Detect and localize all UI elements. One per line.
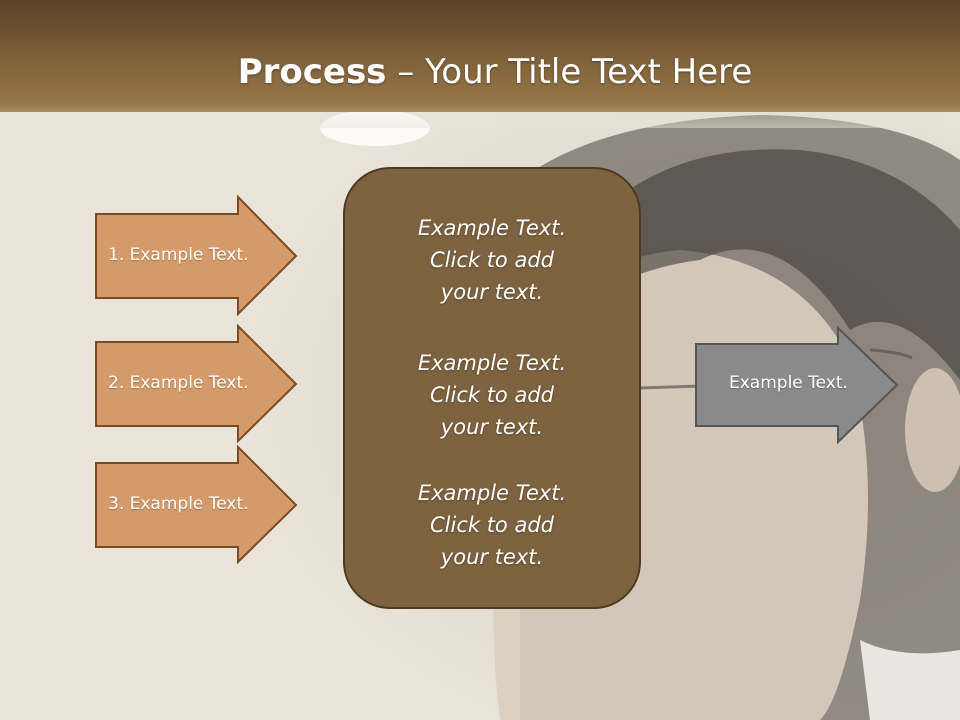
center-text-line: your text.	[440, 280, 544, 304]
left-arrow-1[interactable]	[95, 194, 298, 317]
center-text-block-2: Example Text. Click to add your text.	[344, 347, 640, 443]
header-band	[0, 0, 960, 112]
center-text-block-3: Example Text. Click to add your text.	[344, 477, 640, 573]
left-arrow-label-3: 3. Example Text.	[108, 494, 249, 514]
collar-shape	[860, 640, 960, 720]
ear-shape	[905, 368, 960, 492]
glasses-line	[639, 348, 913, 390]
center-text-block-1: Example Text. Click to add your text.	[344, 212, 640, 308]
right-arrow-label: Example Text.	[729, 373, 848, 393]
title-rest: – Your Title Text Here	[386, 52, 753, 92]
left-arrow-label-2: 2. Example Text.	[108, 373, 249, 393]
left-arrow-label-1: 1. Example Text.	[108, 245, 249, 265]
center-text-line: Example Text.	[417, 216, 567, 240]
page-title[interactable]: Process – Your Title Text Here	[0, 52, 960, 92]
center-text-line: Example Text.	[417, 481, 567, 505]
center-text-line: your text.	[440, 415, 544, 439]
bangs-shape	[560, 149, 960, 380]
left-arrow-2[interactable]	[95, 323, 298, 444]
center-text-line: Click to add	[429, 248, 554, 272]
center-box[interactable]	[343, 167, 641, 609]
title-bold: Process	[237, 52, 387, 92]
left-arrow-3[interactable]	[95, 444, 298, 565]
center-text-line: Click to add	[429, 383, 554, 407]
center-text-line: Click to add	[429, 513, 554, 537]
center-text-line: your text.	[440, 545, 544, 569]
right-arrow[interactable]	[695, 325, 899, 445]
center-text-line: Example Text.	[417, 351, 567, 375]
